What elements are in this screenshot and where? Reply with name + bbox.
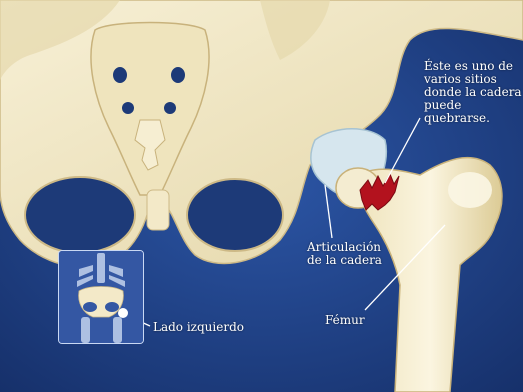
hip-joint-label: Articulación de la cadera	[307, 241, 402, 267]
break-site-note: Éste es uno de varios sitios donde la ca…	[424, 60, 522, 125]
joint-label-line-2: de la cadera	[307, 254, 402, 267]
left-side-label: Lado izquierdo	[153, 321, 244, 334]
skeleton-thumbnail-icon	[59, 251, 143, 343]
skeleton-xray-thumbnail	[58, 250, 144, 344]
break-note-line-4: puede quebrarse.	[424, 99, 522, 125]
femur-label: Fémur	[325, 314, 365, 327]
